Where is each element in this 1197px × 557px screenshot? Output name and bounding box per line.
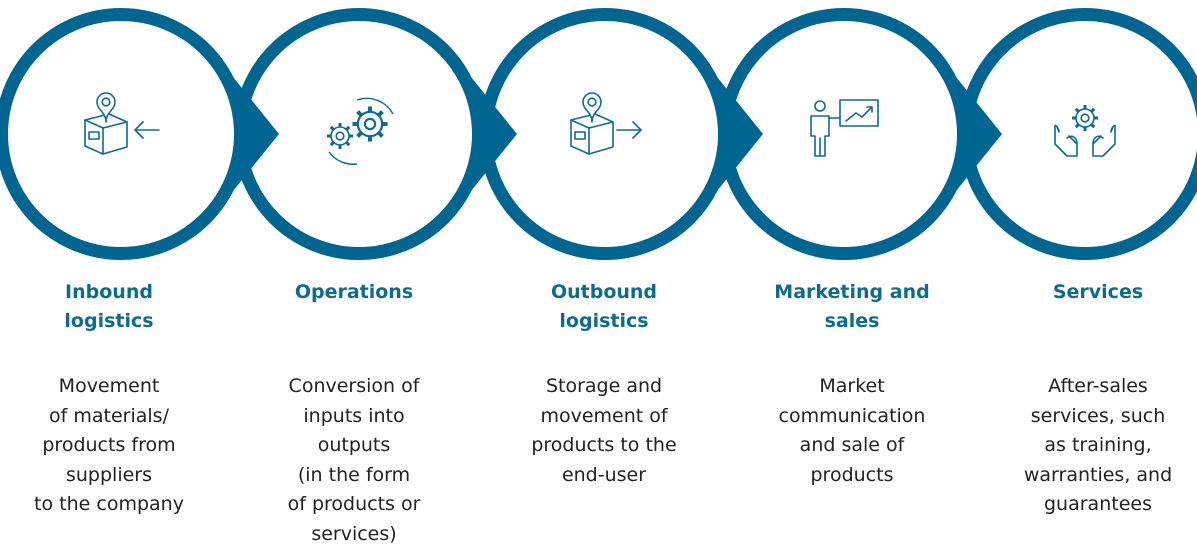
stage-description-line: products to the [531,434,677,456]
stage-title-line: logistics [64,310,154,332]
box-location-outbound-arrow-icon [570,92,642,155]
stage-description-line: of products or [287,493,421,515]
stage-ring-1 [0,8,279,260]
stage-description-line: Market [819,375,885,397]
stage-description-line: suppliers [65,463,153,486]
stage-ring-4 [718,8,1002,260]
stage-description-1: Movement of materials/products from suppli… [14,372,204,520]
stage-ring-3 [479,8,763,260]
stage-ring-5 [959,8,1197,260]
stage-description-line: end-user [561,463,647,486]
stage-title-line: Marketing and [774,281,930,303]
stage-description-line: and sale of [799,434,905,456]
stage-description-line: communication [778,404,926,427]
stage-title-3: Outbound logistics [519,278,689,336]
stage-title-line: sales [824,310,880,332]
stage-description-3: Storage and movement of products to the end… [509,372,699,490]
stage-description-line: movement of [540,404,668,427]
stage-description-2: Conversion of inputs into outputs (in the f… [259,372,449,549]
hands-gear-icon [1054,103,1116,157]
box-location-inbound-arrow-icon [84,92,160,155]
stage-description-line: of materials/ [49,404,169,427]
stage-title-2: Operations [269,278,439,307]
stage-title-line: Outbound [550,281,658,303]
stage-description-line: services) [311,522,397,545]
stage-description-line: inputs into [303,404,405,427]
stage-title-4: Marketing and sales [767,278,937,336]
stage-description-line: (in the form [297,463,411,486]
stage-description-line: Conversion of [288,375,420,397]
stage-description-line: products from [42,434,176,456]
stage-title-line: Inbound [65,281,153,303]
stage-description-line: Storage and [545,375,663,397]
stage-title-1: Inbound logistics [24,278,194,336]
stage-description-5: After-sales services, such as training, war… [1003,372,1193,520]
stage-description-line: as training, [1044,434,1152,456]
stage-description-4: Market communication and sale of products [757,372,947,490]
stage-description-line: guarantees [1044,493,1152,515]
stage-title-line: Services [1052,281,1144,303]
stage-title-line: Operations [294,281,414,303]
stage-description-line: After-sales [1048,375,1148,397]
stage-description-line: services, such [1030,404,1166,427]
stage-title-line: logistics [559,310,649,332]
presenter-chart-icon [810,99,879,157]
gears-icon [325,97,394,165]
stage-description-line: products [810,463,894,486]
stage-description-line: to the company [34,493,184,515]
stage-title-5: Services [1013,278,1183,307]
stage-description-line: warranties, and [1023,463,1173,486]
stage-description-line: outputs [317,434,391,456]
stage-description-line: Movement [58,375,160,397]
